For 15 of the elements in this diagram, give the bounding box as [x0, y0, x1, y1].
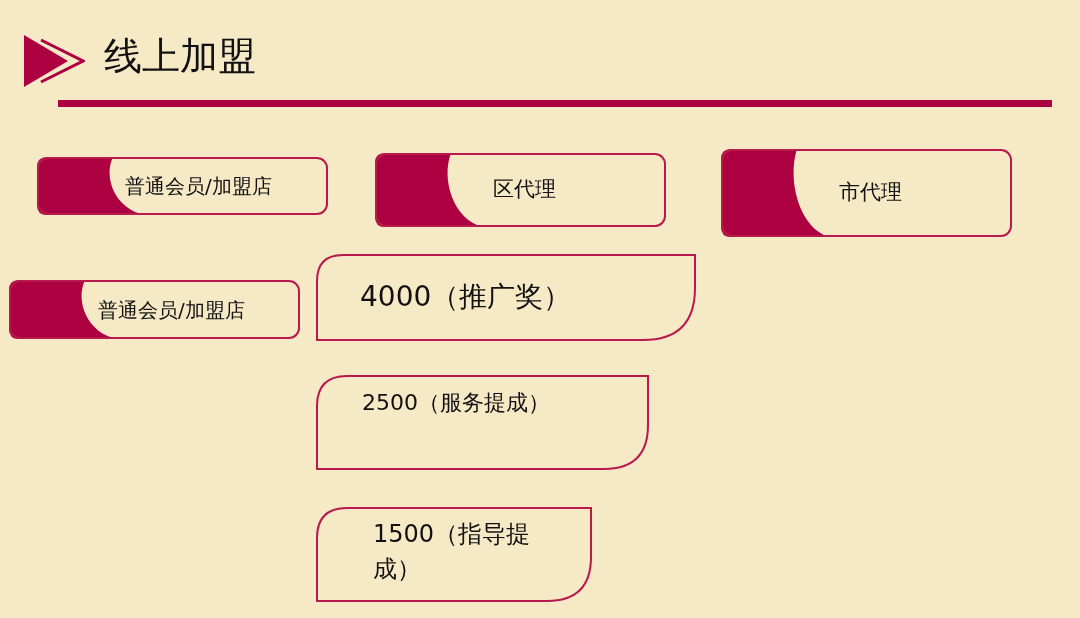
amount-box: [316, 375, 649, 470]
amount-label: 1500（指导提成）: [373, 519, 532, 585]
tab-box: [9, 280, 300, 339]
tab-box: [721, 149, 1012, 237]
tab-label: 普通会员/加盟店: [125, 173, 272, 199]
amount-label: 4000（推广奖）: [360, 279, 572, 316]
tab-label: 市代理: [839, 179, 902, 207]
slide-title: 线上加盟: [104, 33, 256, 80]
tab-label: 普通会员/加盟店: [98, 296, 245, 323]
tab-label: 区代理: [493, 176, 556, 204]
amount-box: [316, 507, 592, 602]
amount-label: 2500（服务提成）: [362, 389, 550, 417]
amount-box: [316, 254, 696, 341]
tab-box: [375, 153, 666, 227]
tab-box: [37, 157, 328, 215]
